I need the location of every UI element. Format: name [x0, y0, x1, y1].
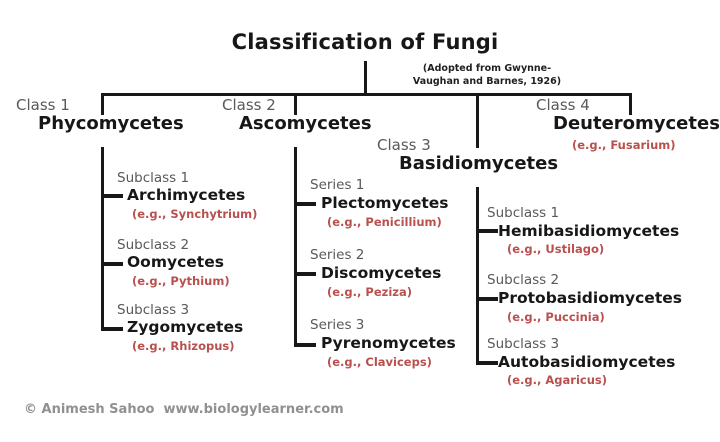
class-4-label: Class 4 — [536, 96, 590, 114]
root-horizontal-line — [101, 93, 632, 96]
class-3-label: Class 3 — [377, 136, 431, 154]
class-1-name-phycomycetes: Phycomycetes — [38, 113, 184, 134]
diagram-subtitle: (Adopted from Gwynne- Vaughan and Barnes… — [398, 62, 576, 88]
protobasidiomycetes-tick-line — [476, 297, 498, 301]
class-4-name-deuteromycetes: Deuteromycetes — [553, 113, 720, 134]
class-3-name-basidiomycetes: Basidiomycetes — [399, 153, 559, 174]
archimycetes-example: (e.g., Synchytrium) — [132, 207, 258, 221]
series-pyrenomycetes-name: Pyrenomycetes — [321, 334, 456, 352]
subclass-2-label: Subclass 2 — [117, 237, 190, 253]
archimycetes-tick-line — [101, 194, 123, 198]
class-2-label: Class 2 — [222, 96, 276, 114]
basidiomycetes-spine-line — [476, 187, 479, 365]
subclass-autobasidiomycetes-name: Autobasidiomycetes — [498, 353, 676, 371]
autobasidiomycetes-tick-line — [476, 361, 498, 365]
class-2-name-ascomycetes: Ascomycetes — [239, 113, 372, 134]
subclass-oomycetes-name: Oomycetes — [127, 253, 224, 271]
hemibasidiomycetes-tick-line — [476, 229, 498, 233]
discomycetes-example: (e.g., Peziza) — [327, 285, 412, 299]
discomycetes-tick-line — [294, 272, 316, 276]
zygomycetes-tick-line — [101, 327, 123, 331]
subclass-3-label: Subclass 3 — [117, 302, 190, 318]
pyrenomycetes-example: (e.g., Claviceps) — [327, 355, 432, 369]
subclass-archimycetes-name: Archimycetes — [127, 186, 246, 204]
pyrenomycetes-tick-line — [294, 343, 316, 347]
class-4-branch-line — [629, 93, 632, 115]
basidio-subclass-2-label: Subclass 2 — [487, 272, 560, 288]
ascomycetes-spine-line — [294, 147, 297, 347]
series-discomycetes-name: Discomycetes — [321, 264, 442, 282]
basidio-subclass-3-label: Subclass 3 — [487, 336, 560, 352]
series-1-label: Series 1 — [310, 177, 365, 193]
plectomycetes-tick-line — [294, 202, 316, 206]
class-1-branch-line — [101, 93, 104, 115]
class-3-branch-line — [476, 93, 479, 148]
subclass-protobasidiomycetes-name: Protobasidiomycetes — [498, 289, 682, 307]
deuteromycetes-example: (e.g., Fusarium) — [572, 138, 676, 152]
class-2-branch-line — [294, 93, 297, 115]
phycomycetes-spine-line — [101, 147, 104, 331]
footer-credit: © Animesh Sahoo www.biologylearner.com — [24, 402, 344, 417]
root-trunk-line — [364, 61, 367, 93]
subtitle-line-1: (Adopted from Gwynne- — [422, 63, 552, 74]
subclass-zygomycetes-name: Zygomycetes — [127, 318, 244, 336]
series-3-label: Series 3 — [310, 317, 365, 333]
subclass-1-label: Subclass 1 — [117, 170, 190, 186]
protobasidiomycetes-example: (e.g., Puccinia) — [507, 310, 605, 324]
diagram-title: Classification of Fungi — [231, 30, 499, 54]
plectomycetes-example: (e.g., Penicillium) — [327, 215, 442, 229]
oomycetes-example: (e.g., Pythium) — [132, 274, 230, 288]
zygomycetes-example: (e.g., Rhizopus) — [132, 339, 235, 353]
hemibasidiomycetes-example: (e.g., Ustilago) — [507, 242, 605, 256]
oomycetes-tick-line — [101, 262, 123, 266]
subtitle-line-2: Vaughan and Barnes, 1926) — [412, 76, 562, 87]
subclass-hemibasidiomycetes-name: Hemibasidiomycetes — [498, 222, 680, 240]
class-1-label: Class 1 — [16, 96, 70, 114]
series-plectomycetes-name: Plectomycetes — [321, 194, 449, 212]
series-2-label: Series 2 — [310, 247, 365, 263]
autobasidiomycetes-example: (e.g., Agaricus) — [507, 373, 608, 387]
basidio-subclass-1-label: Subclass 1 — [487, 205, 560, 221]
